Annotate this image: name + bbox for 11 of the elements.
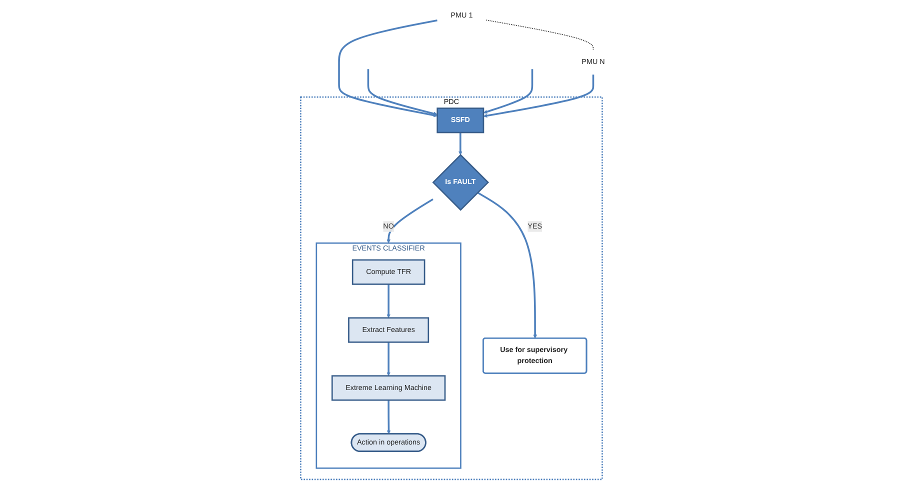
- arrow: [386, 198, 434, 244]
- arrow: [483, 69, 534, 114]
- connector: [486, 20, 594, 51]
- arrow: [338, 20, 438, 118]
- arrow: [386, 284, 391, 318]
- arrow: [458, 132, 462, 156]
- arrow: [477, 192, 538, 339]
- arrow: [367, 69, 438, 116]
- arrow: [386, 400, 391, 434]
- arrow: [386, 342, 391, 376]
- arrow: [483, 74, 594, 118]
